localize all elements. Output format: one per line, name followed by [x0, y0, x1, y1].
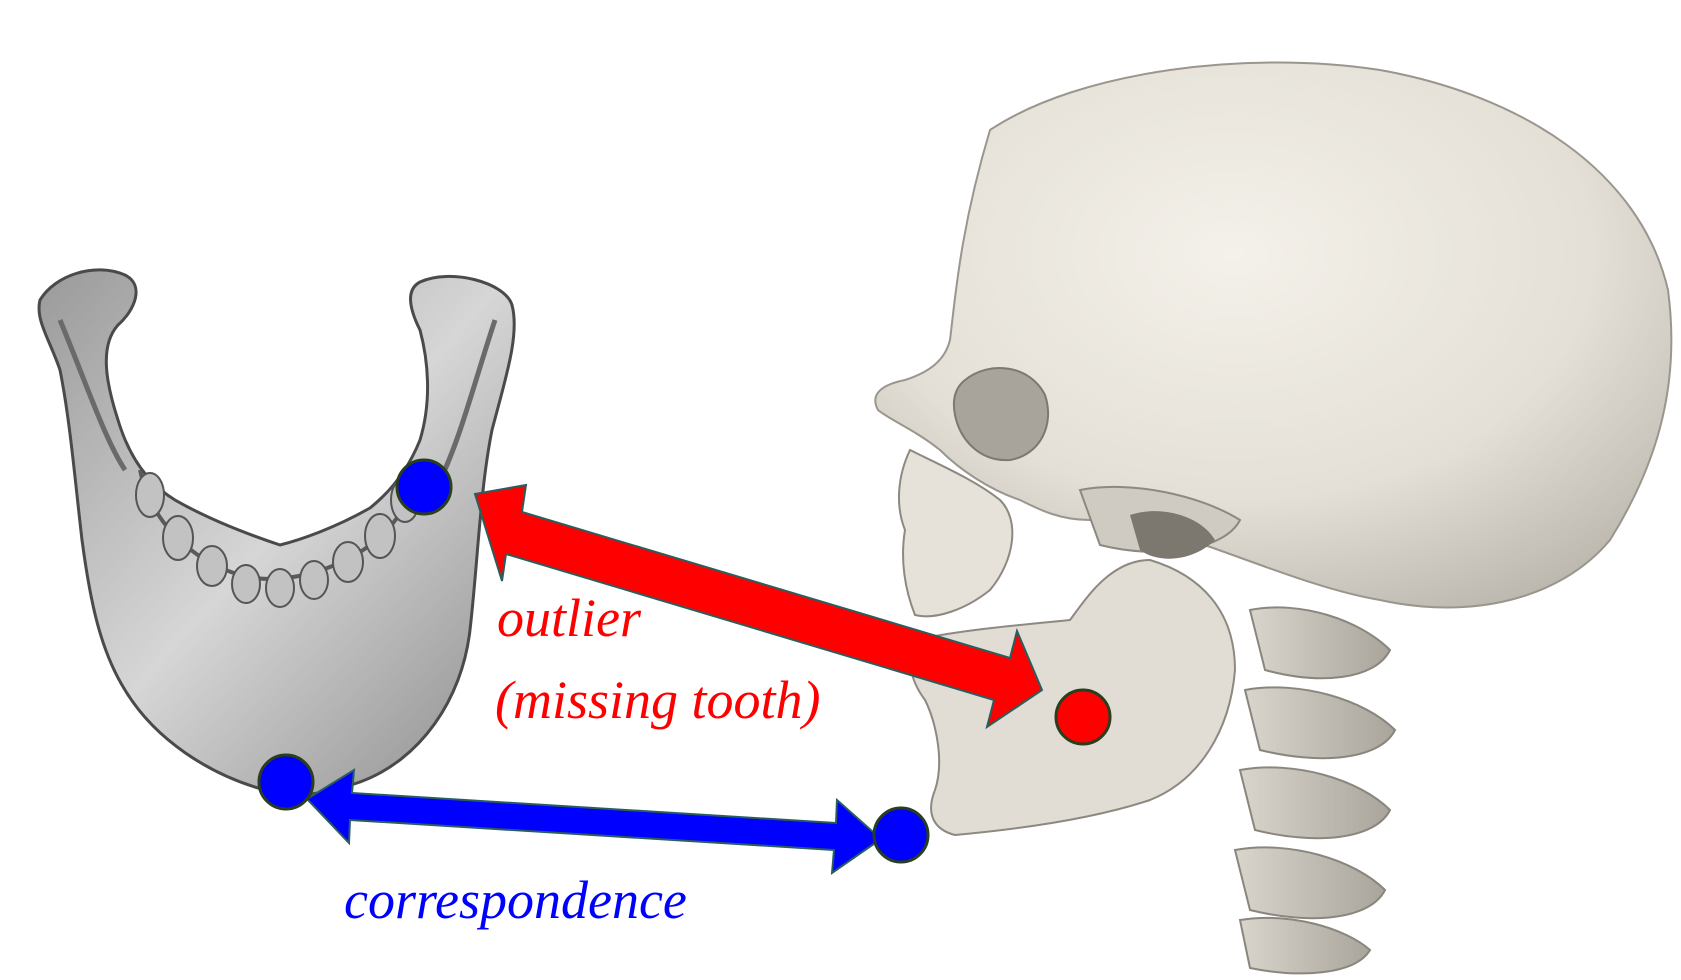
mandible-chin-landmark-point [259, 755, 313, 809]
skull-chin-landmark-point [874, 808, 928, 862]
cervical-spine [1235, 607, 1395, 973]
mandible-tooth-landmark-point [397, 460, 451, 514]
outlier-label: outlier [497, 588, 642, 648]
correspondence-arrow-shape [307, 770, 881, 873]
correspondence-label: correspondence [344, 870, 687, 930]
mandible-body [39, 270, 514, 795]
skull-outlier-landmark-point [1056, 690, 1110, 744]
skull-model [875, 63, 1671, 974]
correspondence-arrow [307, 770, 881, 873]
mandible-model [39, 270, 514, 795]
missing-tooth-label: (missing tooth) [495, 670, 821, 730]
